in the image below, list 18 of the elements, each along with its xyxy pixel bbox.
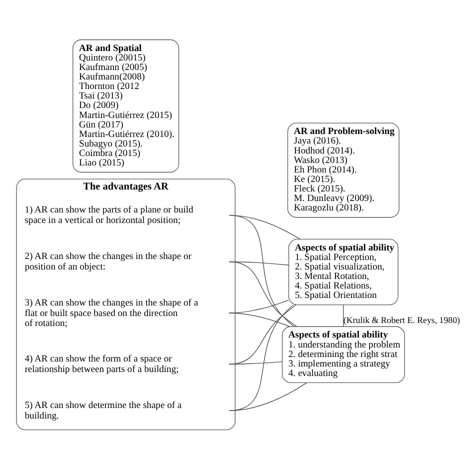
connector [228, 382, 308, 411]
connector [228, 312, 290, 326]
node-box: Aspects of spatial ability 1. Spatial Perception, 2. Spatial visualization, 3. Mental Rotation, 4. Spatial Relations, 5. Spatial Orientation [288, 238, 398, 305]
node-box: AR and Problem-solving Jaya (2016). Hodhod (2014). Wasko (2013) Eh Phon (2014). Ke (2015). Fleck (2015). M. Dunleavy (2009). Karagozlu (2018). [287, 122, 400, 218]
connector [228, 260, 298, 326]
node-box: AR and Spatial Quintero (20015) Kaufmann (2005) Kaufmann(2008) Thornton (2012 Tsai (2013) Do (2009) Martin-Gutiérrez (2015) Gün (2017) Martin-Gutiérrez (2010). Subagyo (2015). Coimbra (2015) Liao (2015) [72, 38, 180, 172]
node-text: 3) AR can show the changes in the shape of a flat or built space based on the direction of rotation; [24, 297, 198, 329]
connector [228, 214, 294, 326]
node-text: 1) AR can show the parts of a plane or build space in a vertical or horizontal position; [24, 204, 194, 226]
edge-label: (Krulik & Robert E. Reys, 1980) [343, 314, 460, 324]
connector [228, 304, 296, 364]
connector [228, 360, 282, 364]
node-text: 4) AR can show the form of a space or relationship between parts of a building; [24, 353, 179, 374]
node-box: Aspects of spatial ability 1. understanding the problem 2. determining the right strat 3. implementing a strategy 4. evaluating [282, 326, 405, 382]
node-text: 5) AR can show determine the shape of a building. [24, 400, 182, 421]
connector [228, 304, 294, 411]
connector [343, 304, 344, 326]
node-text: 2) AR can show the changes in the shape or position of an object: [24, 250, 192, 272]
